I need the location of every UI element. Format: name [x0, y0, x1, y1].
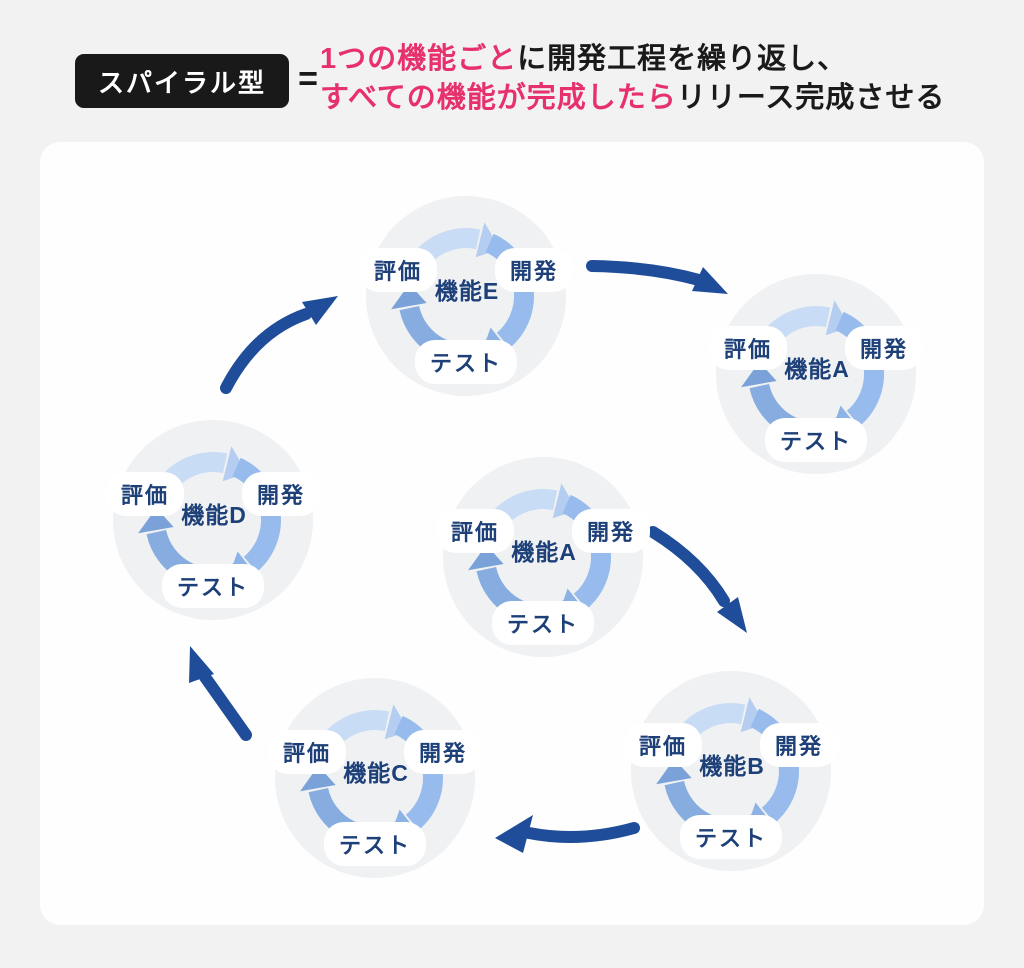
headline-line1-highlight: 1つの機能ごと: [320, 43, 518, 75]
cycle-d: 評価 開発 テスト 機能D: [105, 420, 321, 620]
dev-pill: 開発: [571, 509, 651, 553]
eval-pill: 評価: [105, 472, 185, 516]
headline-line1: 1つの機能ごとに開発工程を繰り返し、: [320, 40, 945, 79]
eval-pill: 評価: [435, 509, 515, 553]
equals-sign: =: [298, 60, 318, 98]
headline-line1-rest: に開発工程を繰り返し、: [517, 43, 848, 75]
cycle-label: 機能E: [434, 278, 500, 304]
dev-pill: 開発: [403, 730, 483, 774]
dev-pill: 開発: [241, 472, 321, 516]
test-pill: テスト: [414, 340, 518, 384]
test-pill: テスト: [161, 564, 265, 608]
arrow-e-to-a: [586, 260, 728, 294]
diagram-board: 評価 開発 テスト 機能E 評価 開発 テスト 機能A 評価 開発 テスト 機能…: [40, 142, 984, 925]
headline-line2: すべての機能が完成したらリリース完成させる: [320, 79, 945, 118]
arrow-a-to-b: [647, 526, 747, 633]
dev-pill: 開発: [844, 326, 924, 370]
headline: 1つの機能ごとに開発工程を繰り返し、 すべての機能が完成したらリリース完成させる: [320, 40, 945, 118]
eval-pill: 評価: [708, 326, 788, 370]
test-pill: テスト: [764, 418, 868, 462]
arrow-d-to-e: [220, 296, 338, 394]
flow-connectors: [189, 260, 747, 853]
dev-pill: 開発: [494, 248, 574, 292]
cycle-a-top-right: 評価 開発 テスト 機能A: [708, 274, 924, 474]
cycle-c: 評価 開発 テスト 機能C: [267, 678, 483, 878]
cycle-label: 機能D: [181, 502, 247, 528]
dev-pill: 開発: [759, 723, 839, 767]
cycle-label: 機能C: [343, 760, 409, 786]
test-pill: テスト: [679, 815, 783, 859]
title-badge: スパイラル型: [75, 54, 289, 108]
cycle-b: 評価 開発 テスト 機能B: [623, 671, 839, 871]
cycle-a-center: 評価 開発 テスト 機能A: [435, 457, 651, 657]
test-pill: テスト: [323, 822, 427, 866]
cycle-e: 評価 開発 テスト 機能E: [358, 196, 574, 396]
cycle-label: 機能B: [699, 753, 765, 779]
title-badge-label: スパイラル型: [97, 67, 266, 98]
eval-pill: 評価: [623, 723, 703, 767]
eval-pill: 評価: [267, 730, 347, 774]
arrow-c-to-d: [189, 646, 252, 741]
eval-pill: 評価: [358, 248, 438, 292]
cycle-label: 機能A: [511, 539, 577, 565]
cycle-label: 機能A: [784, 356, 850, 382]
test-pill: テスト: [491, 601, 595, 645]
arrow-b-to-c: [495, 815, 640, 853]
headline-line2-rest: リリース完成させる: [676, 82, 946, 114]
headline-line2-highlight: すべての機能が完成したら: [320, 82, 677, 114]
